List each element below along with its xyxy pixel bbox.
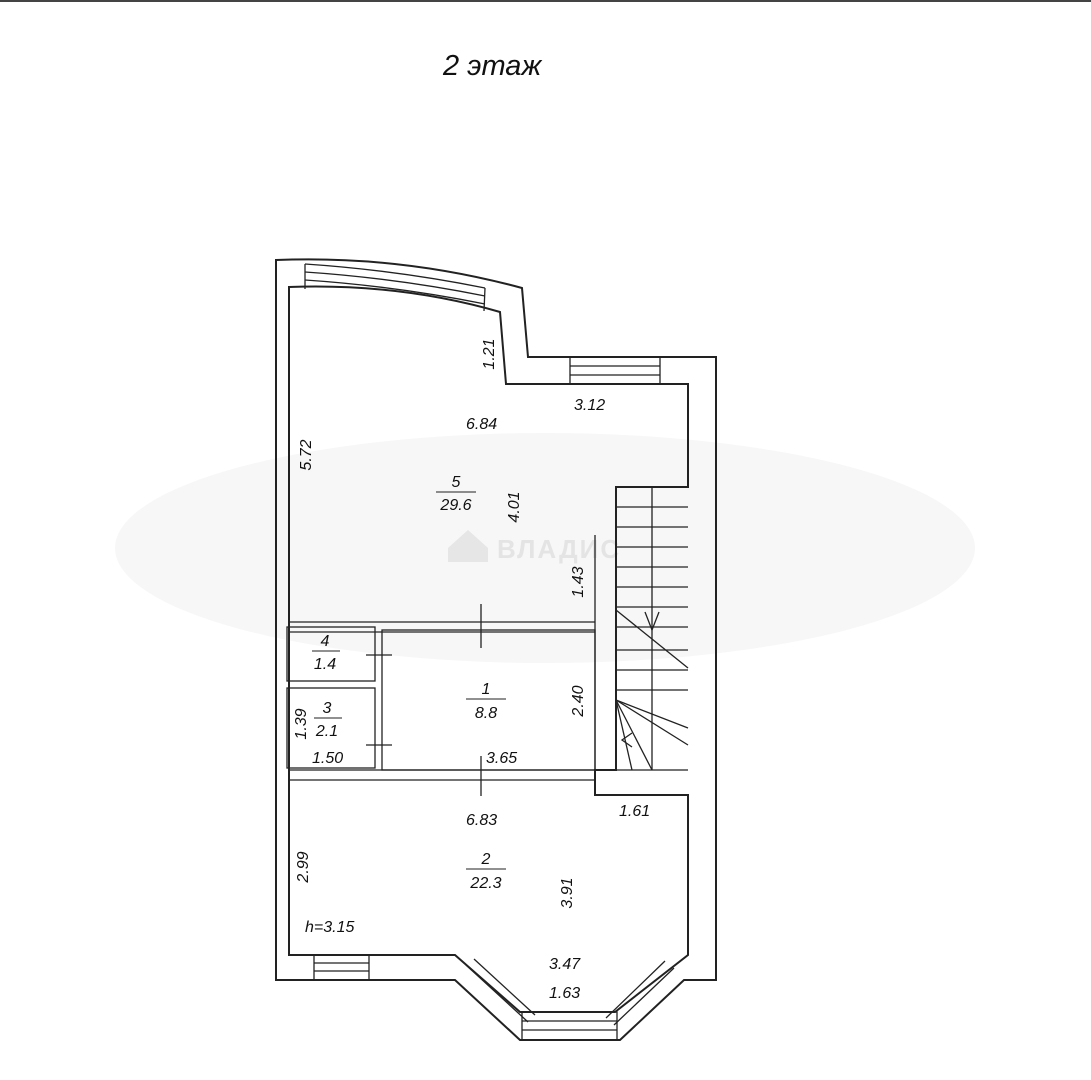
dimension-label: 1.63 [549,985,580,1002]
winder-line [615,699,689,746]
room-area: 2.1 [315,723,338,740]
window-line [473,958,536,1016]
window-bottom-left [313,954,370,981]
room-area: 29.6 [439,497,471,514]
bay-windows [465,958,675,1041]
watermark-shape [115,433,975,663]
room-number: 4 [321,633,330,650]
room-number: 5 [452,474,461,491]
dimension-label: 1.39 [293,708,310,739]
dimension-label: 1.21 [481,338,498,369]
dimension-label: 3.47 [549,956,581,973]
dimension-label: 3.65 [486,750,517,767]
dimension-label: 2.99 [295,851,312,883]
dimension-label: 3.91 [559,877,576,908]
room-2-label: 2 22.3 [466,851,506,892]
inner-wall [288,285,689,1013]
dimension-label: 6.83 [466,812,497,829]
watermark: ВЛАДИС [115,433,975,663]
window-frame [313,954,370,981]
window-edge [483,287,486,312]
window-line [465,964,529,1023]
window-line [605,960,666,1019]
winder-line [615,699,633,771]
room-1-walls [381,629,596,771]
dimension-label: 1.50 [312,750,343,767]
room-area: 1.4 [314,656,336,673]
window-line [304,271,486,297]
window-right-top [569,356,661,385]
room-3-label: 3 2.1 [314,700,342,740]
window-frame [569,356,661,385]
room-4-label: 4 1.4 [312,633,340,673]
window-line [613,967,675,1026]
room-area: 22.3 [469,875,501,892]
room-number: 2 [481,851,491,868]
dimension-label: 2.40 [570,685,587,717]
window-top-arched [304,263,486,312]
stair-arrow [620,732,633,748]
room-5-label: 5 29.6 [436,474,476,514]
room-number: 1 [482,681,491,698]
outer-wall [275,258,717,1041]
room-number: 3 [323,700,332,717]
top-border-line [0,0,1091,2]
winder-line [615,699,653,771]
window-frame [521,1011,618,1041]
watermark-house-icon [448,530,488,562]
dimension-label: 4.01 [506,491,523,522]
room-1-label: 1 8.8 [466,681,506,722]
dimension-label: 6.84 [466,416,497,433]
room-area: 8.8 [475,705,497,722]
window-line [304,279,486,305]
window-line [304,263,486,289]
watermark-text: ВЛАДИС [497,534,621,564]
partitions [286,535,596,796]
ceiling-height: h=3.15 [305,919,354,936]
floor-title: 2 этаж [443,50,542,82]
dimension-label: 5.72 [298,439,315,470]
dimension-label: 1.61 [619,803,650,820]
stair-arrow [644,611,660,632]
dimension-label: 3.12 [574,397,605,414]
staircase [615,487,689,771]
dimension-label: 1.43 [570,566,587,597]
room-4-walls [286,626,376,682]
room-3-walls [286,687,376,769]
winder-line [615,699,689,729]
